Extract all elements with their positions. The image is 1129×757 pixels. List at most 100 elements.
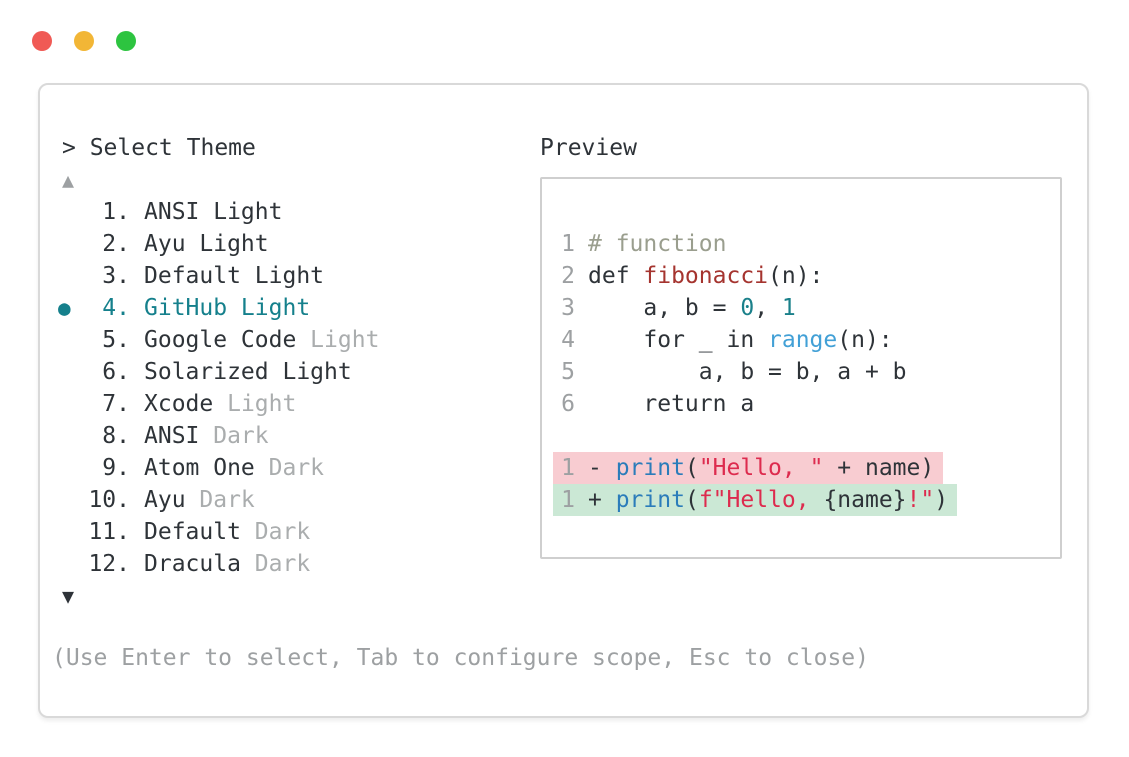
- theme-list: 1.ANSI Light 2. Ayu Light 3. Default Light ● 4…: [58, 196, 379, 580]
- code-line-content: [561, 420, 588, 452]
- theme-item[interactable]: 7. Xcode Light: [58, 388, 379, 420]
- bullet-spacer: [58, 196, 88, 228]
- theme-item[interactable]: 8.ANSI Dark: [58, 420, 379, 452]
- minimize-window-icon[interactable]: [74, 31, 94, 51]
- theme-item-number: 4.: [102, 295, 130, 321]
- bullet-spacer: [58, 356, 88, 388]
- code-token: return a: [588, 391, 755, 417]
- code-token: def: [588, 263, 644, 289]
- code-token: 1: [781, 295, 796, 321]
- theme-item-number: 10.: [88, 487, 130, 513]
- scroll-down-icon[interactable]: ▼: [62, 584, 75, 608]
- theme-item[interactable]: 6. Solarized Light: [58, 356, 379, 388]
- theme-item-number: 9.: [102, 455, 130, 481]
- theme-item-label: Xcode Light: [144, 391, 297, 417]
- code-token: "Hello, ": [698, 455, 824, 481]
- code-token: for _ in: [588, 327, 769, 353]
- theme-item-number: 7.: [102, 391, 130, 417]
- code-token: !": [906, 487, 935, 513]
- theme-item-number: 2.: [102, 231, 130, 257]
- line-number: 3: [561, 295, 575, 321]
- code-token: (: [684, 455, 699, 481]
- bullet-spacer: [58, 548, 88, 580]
- bullet-spacer: [58, 452, 88, 484]
- line-number: 6: [561, 391, 575, 417]
- window-controls: [32, 31, 136, 51]
- theme-item-label: Dracula Dark: [144, 551, 311, 577]
- diff-added-line: 1+ print(f"Hello, {name}!"): [553, 484, 958, 516]
- theme-list-column: > Select Theme ▲ 1.ANSI Light 2. Ayu Light…: [58, 132, 379, 612]
- bullet-spacer: [58, 484, 88, 516]
- diff-removed-line: 1- print("Hello, " + name): [553, 452, 944, 484]
- theme-item-suffix: Dark: [199, 423, 269, 449]
- code-token: a, b =: [588, 295, 741, 321]
- code-line: 1# function: [561, 228, 957, 260]
- theme-item[interactable]: 11. Default Dark: [58, 516, 379, 548]
- selected-bullet-icon: ●: [58, 296, 71, 320]
- theme-item-label: Ayu Dark: [144, 487, 255, 513]
- theme-item-number: 11.: [88, 519, 130, 545]
- code-line: 6 return a: [561, 388, 957, 420]
- theme-item-label: Default Light: [144, 263, 325, 289]
- code-line: 1- print("Hello, " + name): [553, 452, 957, 484]
- line-number: 4: [561, 327, 575, 353]
- scroll-up-icon[interactable]: ▲: [62, 168, 75, 192]
- line-number: 2: [561, 263, 575, 289]
- theme-item[interactable]: 5. Google Code Light: [58, 324, 379, 356]
- theme-item-number: 6.: [102, 359, 130, 385]
- dialog-title: > Select Theme: [62, 135, 256, 161]
- code-token: +: [588, 487, 616, 513]
- code-token: a, b = b, a + b: [588, 359, 907, 385]
- bullet-spacer: [58, 388, 88, 420]
- code-token: + name): [823, 455, 935, 481]
- theme-item-label: Ayu Light: [144, 231, 269, 257]
- theme-item[interactable]: 1.ANSI Light: [58, 196, 379, 228]
- code-line: 3 a, b = 0, 1: [561, 292, 957, 324]
- code-line-content: 3 a, b = 0, 1: [561, 292, 796, 324]
- theme-item-label: Google Code Light: [144, 327, 380, 353]
- code-token: ): [934, 487, 949, 513]
- theme-item[interactable]: 9. Atom One Dark: [58, 452, 379, 484]
- theme-item-label: Atom One Dark: [144, 455, 325, 481]
- bullet-spacer: [58, 516, 88, 548]
- code-line: 1+ print(f"Hello, {name}!"): [553, 484, 958, 516]
- line-number: 1: [561, 455, 575, 481]
- code-token: ,: [754, 295, 782, 321]
- code-token: -: [588, 455, 616, 481]
- hint-text: (Use Enter to select, Tab to configure s…: [52, 645, 869, 671]
- bullet-spacer: [58, 324, 88, 356]
- code-line-content: 4 for _ in range(n):: [561, 324, 893, 356]
- bullet-spacer: [58, 260, 88, 292]
- theme-item[interactable]: 10. Ayu Dark: [58, 484, 379, 516]
- code-token: # function: [588, 231, 727, 257]
- code-token: (: [684, 487, 699, 513]
- code-line-content: 5 a, b = b, a + b: [561, 356, 907, 388]
- theme-item-number: 5.: [102, 327, 130, 353]
- code-token: fibonacci: [643, 263, 769, 289]
- close-window-icon[interactable]: [32, 31, 52, 51]
- theme-item-label: Default Dark: [144, 519, 311, 545]
- theme-item-label: Solarized Light: [144, 359, 352, 385]
- theme-item[interactable]: ●4.GitHub Light: [58, 292, 379, 324]
- theme-item-number: 12.: [88, 551, 130, 577]
- bullet-spacer: [58, 228, 88, 260]
- theme-item[interactable]: 3. Default Light: [58, 260, 379, 292]
- line-number: 1: [561, 487, 575, 513]
- code-line-content: 6 return a: [561, 388, 754, 420]
- bullet-spacer: [58, 420, 88, 452]
- theme-item[interactable]: 2. Ayu Light: [58, 228, 379, 260]
- zoom-window-icon[interactable]: [116, 31, 136, 51]
- theme-item-number: 8.: [102, 423, 130, 449]
- line-number: 5: [561, 359, 575, 385]
- code-token: print: [615, 487, 685, 513]
- theme-item[interactable]: 12. Dracula Dark: [58, 548, 379, 580]
- code-token: (n):: [837, 327, 893, 353]
- theme-item-number: 3.: [102, 263, 130, 289]
- code-line: 5 a, b = b, a + b: [561, 356, 957, 388]
- theme-selector-dialog: > Select Theme ▲ 1.ANSI Light 2. Ayu Light…: [38, 83, 1089, 718]
- theme-item-suffix: Dark: [240, 551, 311, 577]
- code-token: {name}: [823, 487, 907, 513]
